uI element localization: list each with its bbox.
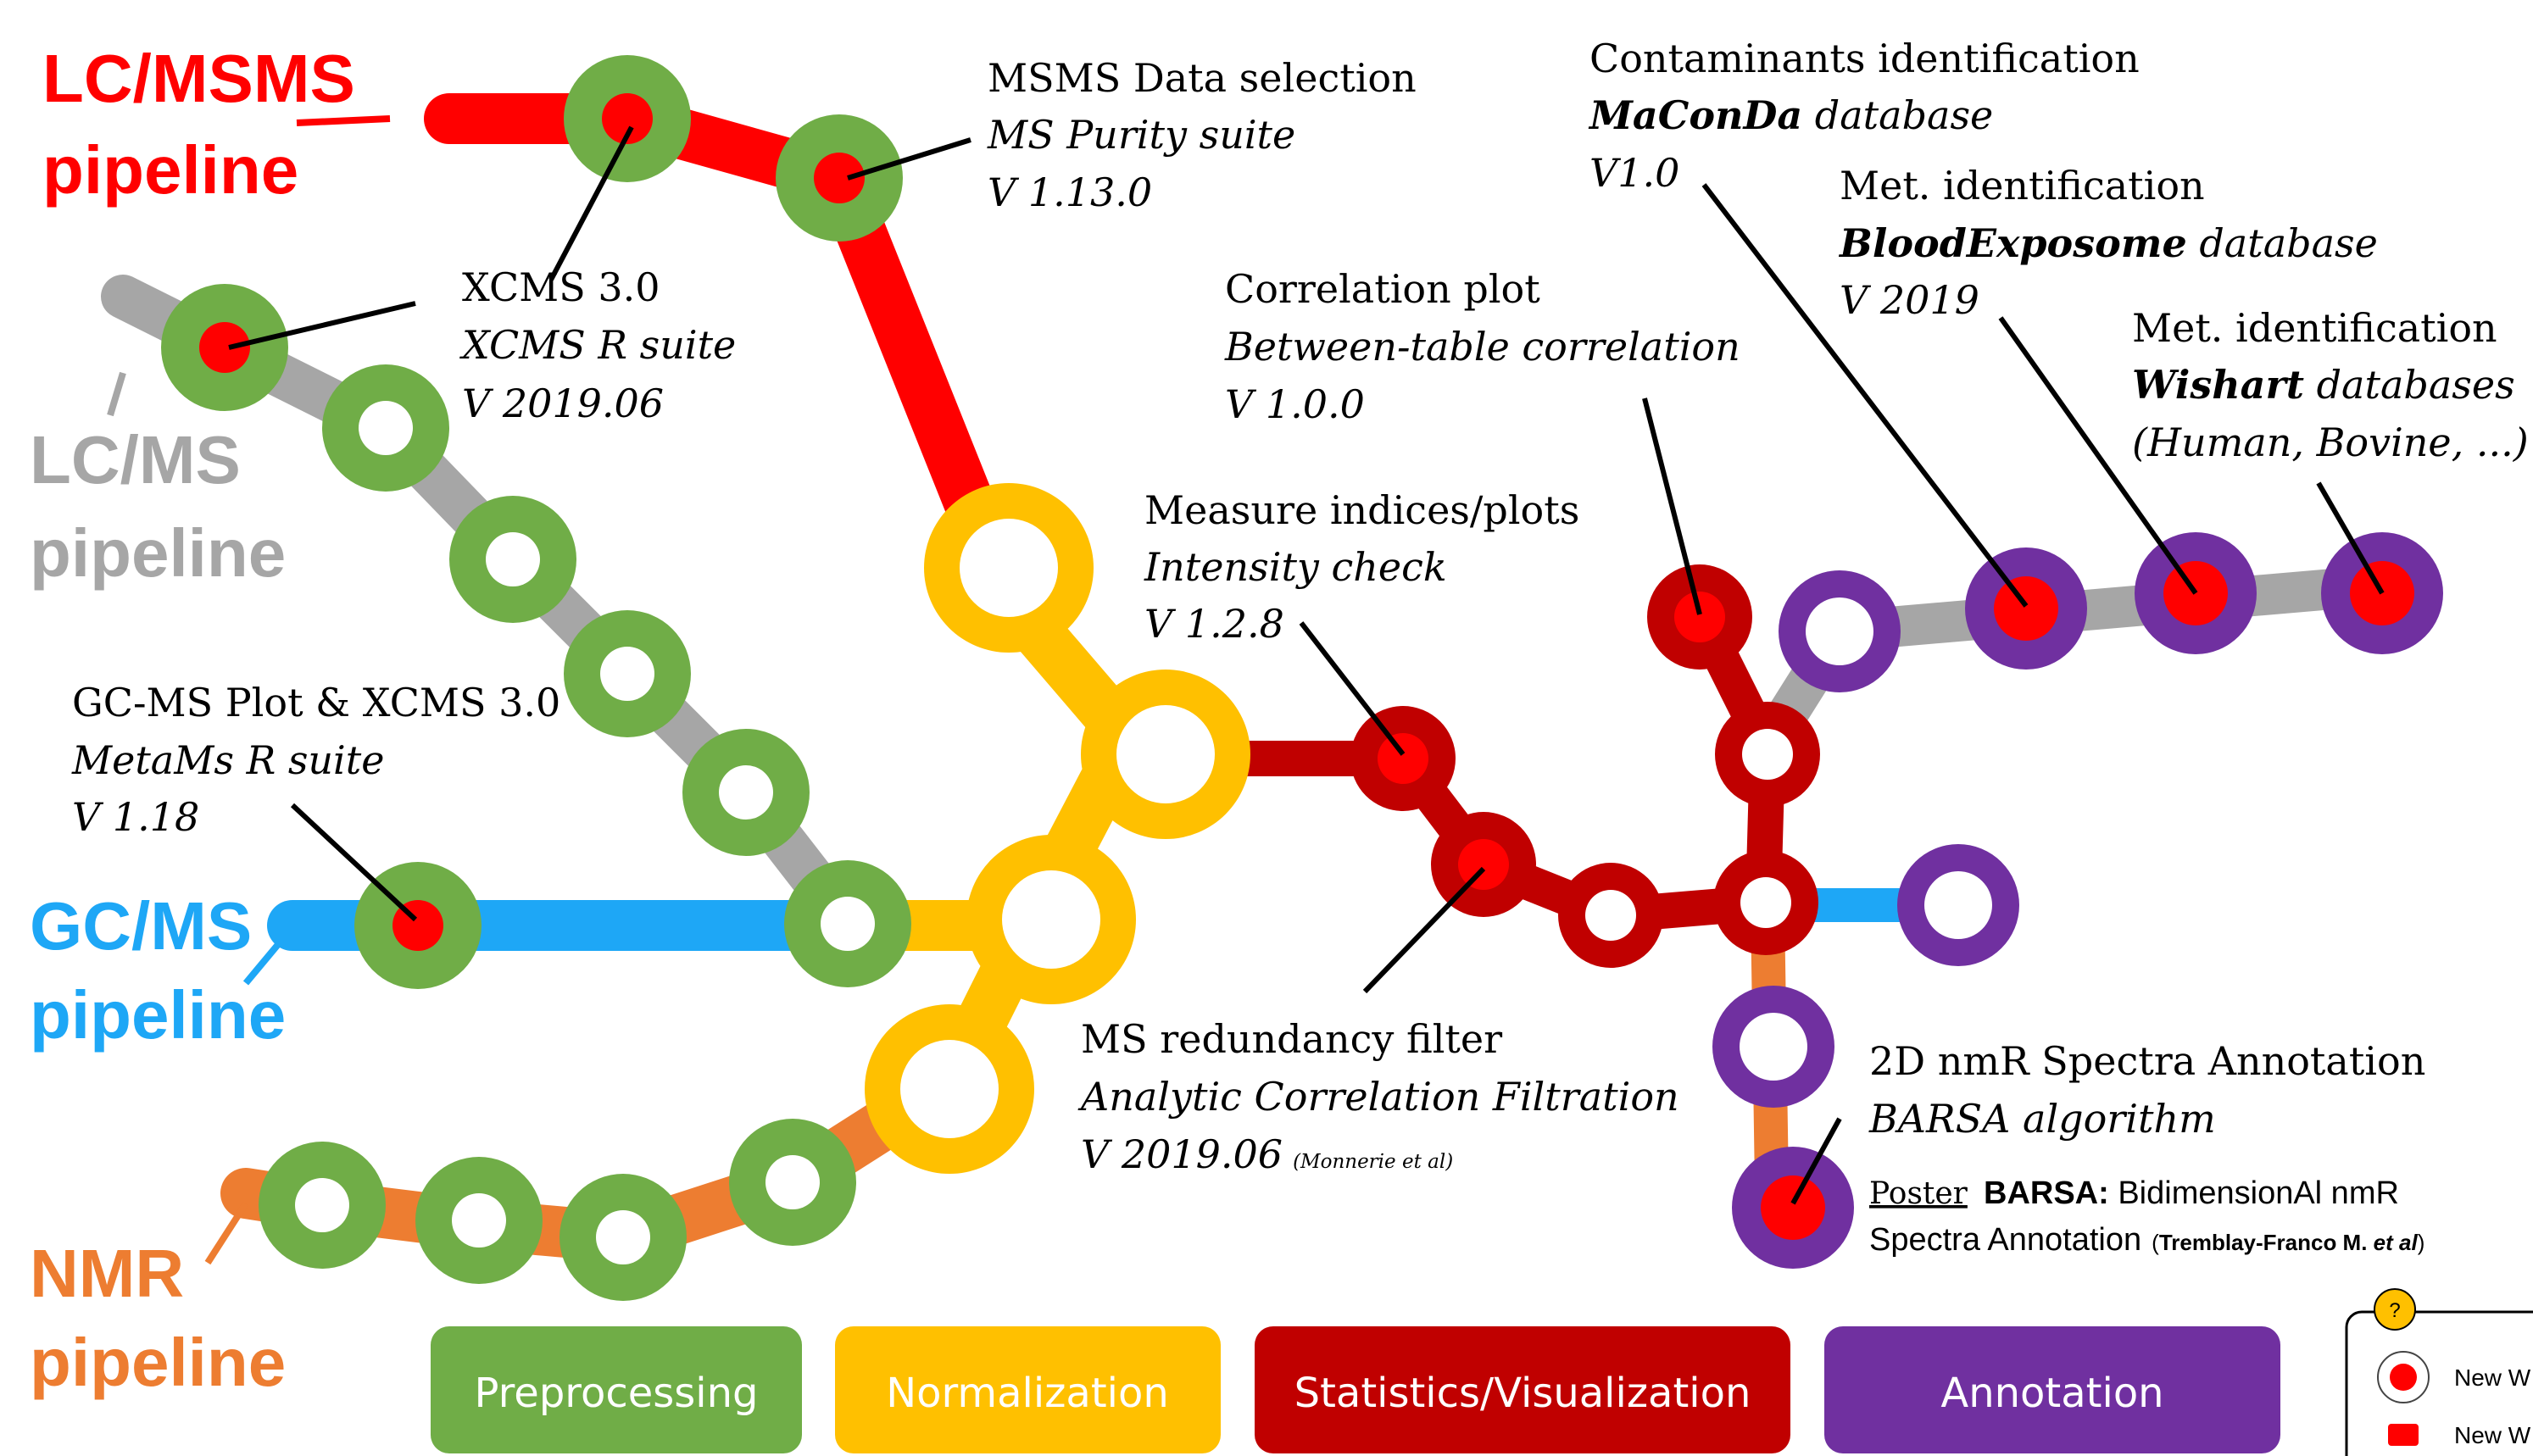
new-tool-marker [1994,576,2058,641]
poster-line2: Spectra Annotation(Tremblay-Franco M. et… [1869,1222,2424,1258]
station-stat-3[interactable] [1558,863,1663,968]
lcmsms-label-1: LC/MSMS [42,41,355,116]
station-lcms-4[interactable] [564,610,691,737]
legend-item-2: New W [2454,1422,2531,1448]
new-tool-marker [1761,1175,1825,1240]
lcmsms-label-2: pipeline [42,132,298,208]
contaminants-version: V1.0 [1589,150,1679,196]
station-lcms-5[interactable] [682,729,810,856]
wishart-db: Wishart databases [2132,362,2515,408]
gcms-plot-version: V 1.18 [72,794,199,840]
xcms-version: V 2019.06 [462,381,664,426]
category-preprocessing[interactable]: Preprocessing [431,1326,802,1453]
pipeline-labels: LC/MSMS pipeline LC/MS pipeline GC/MS pi… [30,41,355,1400]
msms-selection-title: MSMS Data selection [988,55,1417,101]
measure-version: V 1.2.8 [1144,601,1284,647]
contaminants-title: Contaminants identification [1589,36,2140,81]
new-tool-marker [814,153,865,203]
correlation-suite: Between-table correlation [1224,324,1740,370]
help-badge-icon[interactable] [2374,1288,2416,1331]
category-normalization[interactable]: Normalization [835,1326,1221,1453]
gcms-plot-suite: MetaMs R suite [71,737,384,783]
station-nmr-4[interactable] [729,1119,856,1246]
new-tool-marker [602,93,653,144]
gcms-label-2: pipeline [30,977,286,1053]
station-norm-3[interactable] [966,835,1136,1004]
station-lcms-3[interactable] [449,496,576,623]
annotations: MSMS Data selection MS Purity suite V 1.… [71,36,2529,1258]
barsa-title: 2D nmR Spectra Annotation [1869,1038,2425,1084]
station-stat-4[interactable] [1713,850,1818,955]
help-badge-text: ? [2389,1299,2400,1322]
station-norm-1[interactable] [924,483,1094,653]
stations [161,55,2443,1301]
new-tool-marker [199,322,250,373]
poster-title: BARSA: BidimensionAl nmR [1984,1175,2399,1211]
xcms-suite: XCMS R suite [459,322,736,368]
nmr-label-2: pipeline [30,1325,286,1400]
redundancy-title: MS redundancy filter [1081,1016,1502,1062]
measure-suite: Intensity check [1144,544,1447,590]
station-lcms-6[interactable] [784,860,911,987]
lcmsms-track [424,93,1017,585]
bloodexposome-db: BloodExposome database [1838,220,2378,266]
category-annotation-label: Annotation [1940,1370,2163,1417]
station-annot-blue[interactable] [1897,844,2019,966]
category-annotation[interactable]: Annotation [1824,1326,2280,1453]
new-station-dot-icon [2390,1364,2417,1391]
station-nmr-3[interactable] [559,1174,687,1301]
station-nmr-1[interactable] [259,1142,386,1269]
correlation-version: V 1.0.0 [1225,381,1365,427]
redundancy-version: V 2019.06(Monnerie et al) [1081,1131,1453,1177]
lcms-label-2: pipeline [30,515,286,591]
poster-tag: Poster [1869,1176,1968,1211]
station-norm-2[interactable] [1081,670,1250,839]
legend-item-1: New W [2454,1364,2531,1391]
category-normalization-label: Normalization [886,1370,1169,1417]
msms-selection-suite: MS Purity suite [987,112,1295,158]
station-stat-5[interactable] [1715,702,1820,807]
station-norm-4[interactable] [865,1004,1034,1174]
category-legend: Preprocessing Normalization Statistics/V… [431,1326,2280,1453]
category-preprocessing-label: Preprocessing [475,1370,759,1417]
new-line-icon [2388,1424,2419,1446]
new-tool-marker [1674,592,1725,642]
barsa-algorithm: BARSA algorithm [1868,1096,2216,1142]
correlation-title: Correlation plot [1225,266,1540,312]
callout-lines [228,125,2385,1205]
bloodexposome-title: Met. identification [1840,163,2205,208]
new-tool-marker [1378,733,1428,784]
gcms-plot-title: GC-MS Plot & XCMS 3.0 [72,680,560,725]
station-lcms-2[interactable] [322,364,449,492]
station-annot-orange[interactable] [1712,986,1834,1108]
measure-title: Measure indices/plots [1144,487,1579,533]
xcms-title: XCMS 3.0 [462,264,660,310]
station-nmr-2[interactable] [415,1157,543,1284]
normalization-track [924,534,1153,1110]
msms-selection-version: V 1.13.0 [988,169,1152,215]
wishart-species: (Human, Bovine, ...) [2132,420,2529,465]
contaminants-db: MaConDa database [1588,92,1993,138]
redundancy-suite: Analytic Correlation Filtration [1077,1074,1679,1120]
wishart-title: Met. identification [2132,305,2497,351]
bloodexposome-version: V 2019 [1840,277,1979,323]
nmr-label-1: NMR [30,1236,184,1311]
category-statistics-label: Statistics/Visualization [1294,1370,1751,1417]
new-tool-marker [1458,839,1509,890]
lcms-label-1: LC/MS [30,422,241,497]
pipeline-ticks [107,115,391,1265]
station-annot-grey[interactable] [1779,570,1901,692]
category-statistics[interactable]: Statistics/Visualization [1255,1326,1790,1453]
gcms-label-1: GC/MS [30,888,252,964]
new-tool-legend: ? New W New W [2345,1288,2533,1456]
